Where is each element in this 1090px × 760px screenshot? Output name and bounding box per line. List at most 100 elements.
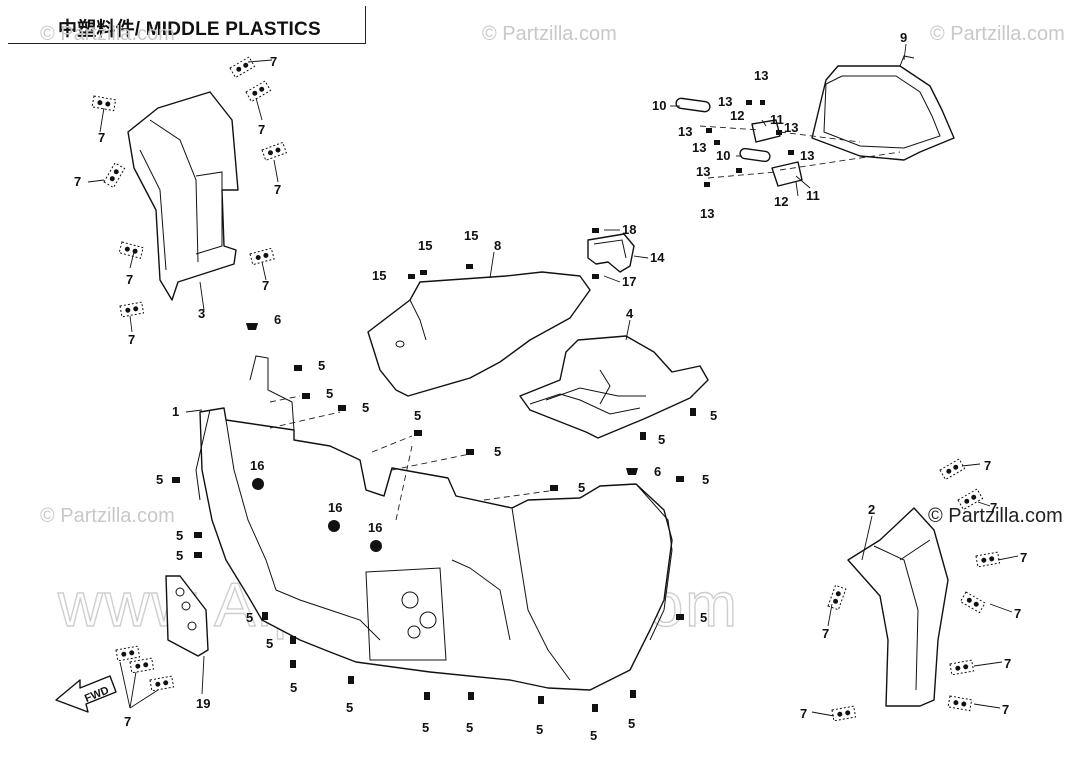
callout-6: 6 <box>654 464 661 479</box>
bolt-icon <box>760 100 765 105</box>
clip-pack-icon <box>103 162 126 189</box>
callout-5: 5 <box>362 400 369 415</box>
callout-5: 5 <box>422 720 429 735</box>
callout-6: 6 <box>274 312 281 327</box>
callouts: 1 2 3 4 8 9 19 14 18 17 6 6 15 15 15 16 … <box>74 30 1027 743</box>
callout-13: 13 <box>754 68 768 83</box>
clip-pack-icon <box>939 458 966 481</box>
callout-15: 15 <box>372 268 386 283</box>
callout-14: 14 <box>650 250 665 265</box>
grommet-icon <box>370 540 382 552</box>
callout-13: 13 <box>800 148 814 163</box>
bolt-icon <box>194 532 202 538</box>
callout-12: 12 <box>774 194 788 209</box>
bolt-icon <box>348 676 354 684</box>
bolt-icon <box>420 270 427 275</box>
grommet-icon <box>252 478 264 490</box>
callout-7: 7 <box>990 500 997 515</box>
bolt-icon <box>704 182 710 187</box>
bolt-icon <box>592 274 599 279</box>
callout-2: 2 <box>868 502 875 517</box>
callout-8: 8 <box>494 238 501 253</box>
callout-16: 16 <box>368 520 382 535</box>
watermark-partzilla: © Partzilla.com <box>482 23 617 45</box>
callout-5: 5 <box>590 728 597 743</box>
bolt-icon <box>302 393 310 399</box>
callout-7: 7 <box>74 174 81 189</box>
clip-icon <box>246 323 258 330</box>
bolt-icon <box>194 552 202 558</box>
clip-pack-icon <box>229 56 256 79</box>
part-3-left-side-panel <box>127 91 239 301</box>
callout-5: 5 <box>628 716 635 731</box>
callout-5: 5 <box>176 528 183 543</box>
callout-13: 13 <box>700 206 714 221</box>
callout-15: 15 <box>418 238 432 253</box>
bolt-icon <box>640 432 646 440</box>
clip-packs <box>91 56 1001 722</box>
callout-7: 7 <box>1020 550 1027 565</box>
clip-pack-icon <box>261 141 288 161</box>
clip-pack-icon <box>129 657 155 674</box>
bolt-icon <box>538 696 544 704</box>
callout-13: 13 <box>718 94 732 109</box>
part-8-cover <box>367 271 591 397</box>
clip-pack-icon <box>115 645 141 662</box>
callout-5: 5 <box>318 358 325 373</box>
bolt-icon <box>290 660 296 668</box>
bolt-icon <box>424 692 430 700</box>
watermark-partzilla: © Partzilla.com <box>40 505 175 527</box>
callout-5: 5 <box>156 472 163 487</box>
callout-7: 7 <box>800 706 807 721</box>
callout-9: 9 <box>900 30 907 45</box>
callout-11: 11 <box>770 112 784 127</box>
clip-pack-icon <box>975 551 1001 568</box>
callout-7: 7 <box>258 122 265 137</box>
bolt-icon <box>294 365 302 371</box>
part-9-storage-box <box>811 55 955 161</box>
bolt-icon <box>714 140 720 145</box>
bolt-icon <box>776 130 782 135</box>
callout-16: 16 <box>328 500 342 515</box>
part-19-plate <box>165 575 209 657</box>
callout-7: 7 <box>984 458 991 473</box>
watermark-partzilla: © Partzilla.com <box>40 23 175 45</box>
callout-4: 4 <box>626 306 634 321</box>
callout-5: 5 <box>578 480 585 495</box>
callout-13: 13 <box>784 120 798 135</box>
callout-5: 5 <box>326 386 333 401</box>
callout-7: 7 <box>822 626 829 641</box>
callout-7: 7 <box>128 332 135 347</box>
callout-7: 7 <box>126 272 133 287</box>
callout-5: 5 <box>346 700 353 715</box>
part-1-center-body <box>195 355 673 691</box>
callout-7: 7 <box>1002 702 1009 717</box>
bolt-icon <box>592 704 598 712</box>
callout-5: 5 <box>266 636 273 651</box>
callout-5: 5 <box>658 432 665 447</box>
bolt-icon <box>706 128 712 133</box>
callout-5: 5 <box>246 610 253 625</box>
callout-5: 5 <box>466 720 473 735</box>
bolt-icon <box>290 636 296 644</box>
callout-18: 18 <box>622 222 636 237</box>
bolt-icon <box>676 614 684 620</box>
callout-5: 5 <box>702 472 709 487</box>
clip-pack-icon <box>119 301 145 318</box>
callout-3: 3 <box>198 306 205 321</box>
callout-10: 10 <box>652 98 666 113</box>
page-title: 中塑料件/ MIDDLE PLASTICS <box>58 19 321 40</box>
callout-19: 19 <box>196 696 210 711</box>
callout-5: 5 <box>494 444 501 459</box>
callout-10: 10 <box>716 148 730 163</box>
callout-7: 7 <box>274 182 281 197</box>
bolt-icon <box>676 476 684 482</box>
clip-pack-icon <box>831 705 857 722</box>
callout-1: 1 <box>172 404 179 419</box>
callout-7: 7 <box>262 278 269 293</box>
callout-11: 11 <box>806 188 820 203</box>
part-14-bracket <box>587 233 635 273</box>
callout-13: 13 <box>692 140 706 155</box>
clip-pack-icon <box>118 241 144 259</box>
